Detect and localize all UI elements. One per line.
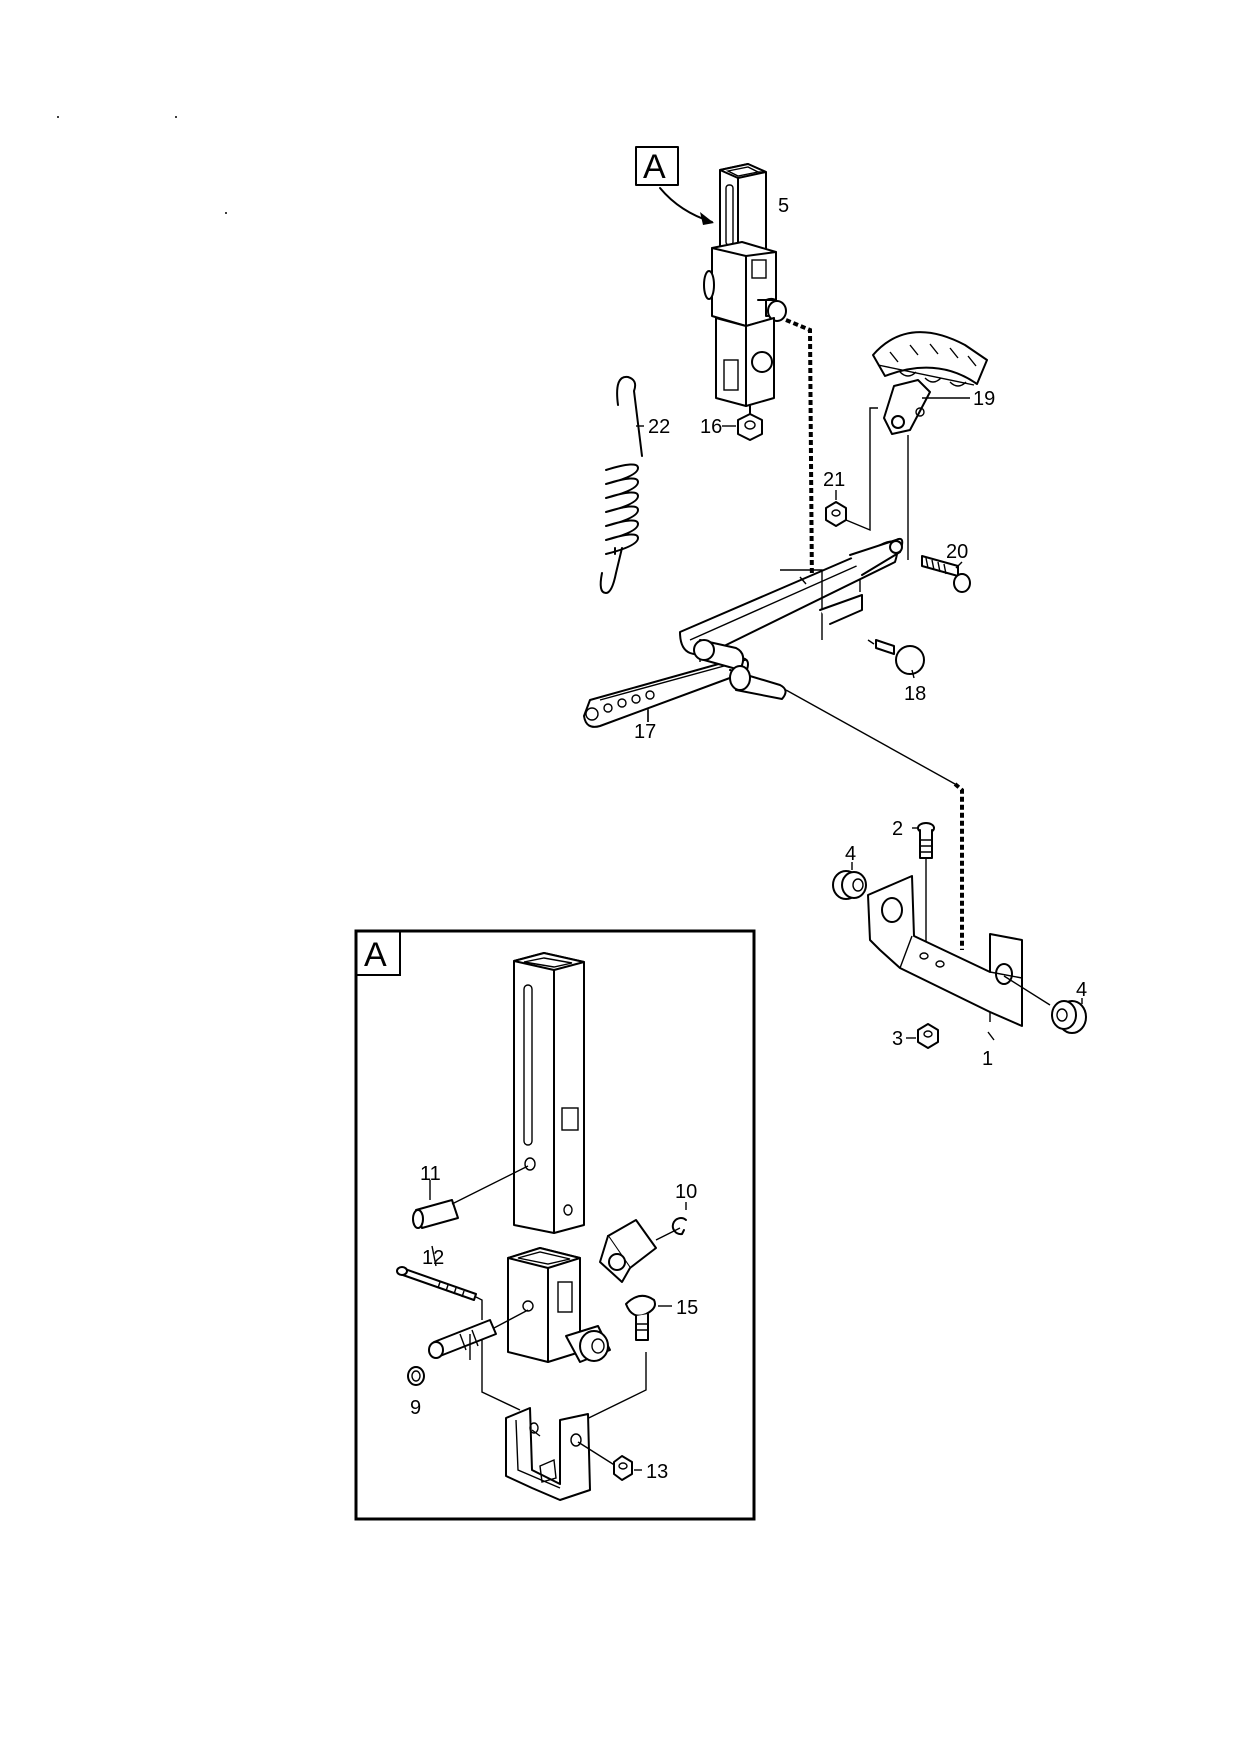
detail-pin-shaft [428, 1309, 529, 1360]
callout-11: 11 [420, 1163, 441, 1185]
part-4-bushing-left [832, 862, 867, 900]
detail-box-label: A [364, 936, 387, 974]
part-18-bolt [867, 639, 925, 679]
part-2-bolt [912, 822, 935, 955]
part-21-nut [825, 407, 878, 532]
callout-2: 2 [892, 818, 903, 840]
part-22-spring [599, 375, 644, 594]
detail-marker-letter: A [643, 148, 666, 186]
callout-3: 3 [892, 1028, 903, 1050]
detail-u-bracket [505, 1407, 591, 1501]
detail-tall-tube [513, 952, 585, 1234]
callout-15: 15 [676, 1297, 698, 1319]
detail-part-9-ring [407, 1366, 425, 1386]
detail-box-frame [354, 929, 756, 1521]
detail-part-13-nut [577, 1441, 642, 1481]
callout-13: 13 [646, 1461, 668, 1483]
callout-4-left: 4 [845, 843, 856, 865]
detail-box-a: A [354, 929, 756, 1521]
bracket-dashed-line [953, 782, 964, 950]
callout-17: 17 [634, 721, 656, 743]
callout-12: 12 [422, 1247, 444, 1269]
detail-part-12-bolt [396, 1245, 521, 1411]
part-17-lever [583, 537, 904, 728]
detail-part-11-pin [412, 1165, 529, 1229]
callout-1: 1 [982, 1048, 993, 1070]
part-20-bolt [907, 435, 971, 593]
part-1-bracket [867, 875, 1023, 1041]
detail-lower-sleeve [507, 1247, 611, 1363]
detail-knob [599, 1219, 681, 1283]
arrow-head [700, 212, 714, 225]
detail-box-label-frame [355, 930, 401, 976]
callout-19: 19 [973, 388, 995, 410]
callout-16: 16 [700, 416, 722, 438]
part-16-nut [722, 413, 763, 441]
part-19-pedal [872, 331, 988, 435]
part-5-column [703, 163, 787, 419]
callout-5: 5 [778, 195, 789, 217]
callout-18: 18 [904, 683, 926, 705]
detail-marker-a: A [635, 146, 714, 225]
callout-22: 22 [648, 416, 670, 438]
centerline-dashed [785, 318, 814, 591]
shaft-axis-line [785, 689, 956, 785]
callout-4-right: 4 [1076, 979, 1087, 1001]
detail-part-10-clip [671, 1202, 687, 1236]
callout-21: 21 [823, 469, 845, 491]
callout-20: 20 [946, 541, 968, 563]
part-4-bushing-right [1003, 975, 1087, 1034]
callout-10: 10 [675, 1181, 697, 1203]
callout-9: 9 [410, 1397, 421, 1419]
detail-marker-box [635, 146, 679, 186]
part-3-nut [906, 1023, 939, 1049]
